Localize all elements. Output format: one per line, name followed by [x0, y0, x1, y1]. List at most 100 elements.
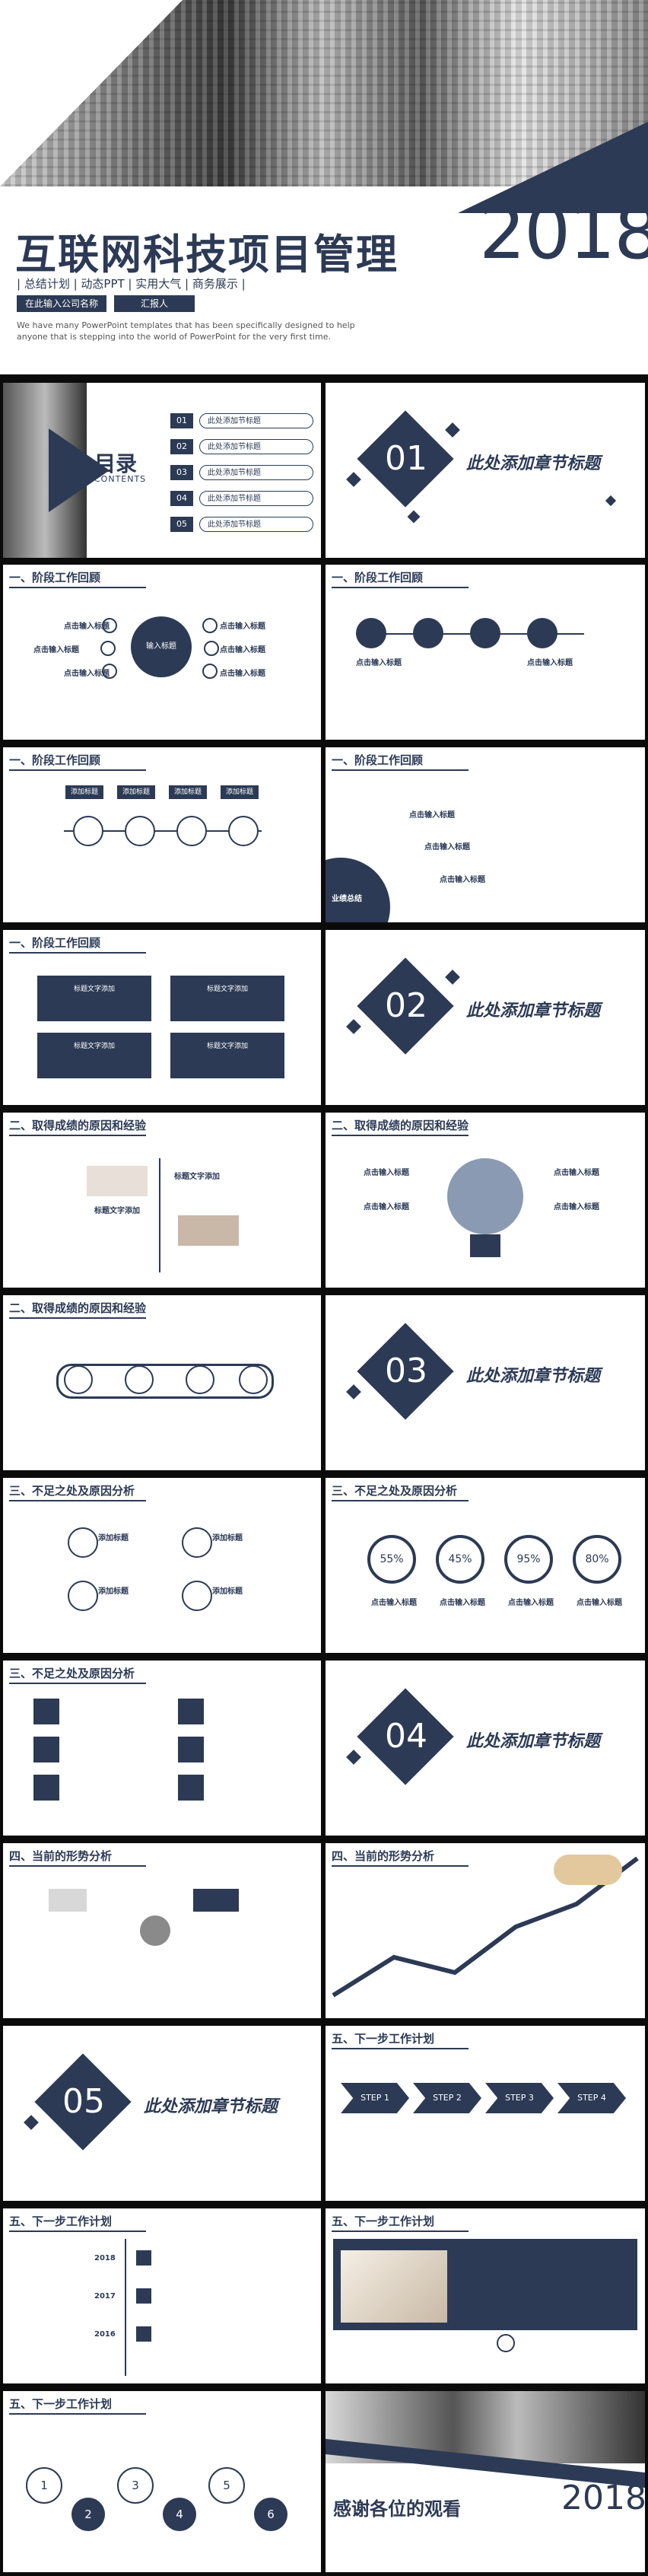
speech-bubble: [193, 1889, 239, 1912]
quadrant: 标题文字添加: [37, 976, 151, 1021]
quad-title: 标题文字添加: [73, 1043, 115, 1050]
node-circle: [356, 618, 386, 648]
company-pill: 在此输入公司名称: [17, 295, 106, 312]
quad-title: 标题文字添加: [206, 986, 248, 993]
chapter-slide-01: 01 此处添加章节标题: [326, 383, 645, 558]
small-diamond: [407, 510, 421, 524]
section-title: 四、当前的形势分析: [9, 1848, 146, 1867]
section3-slide-c: 三、不足之处及原因分析: [3, 1661, 321, 1836]
item-title: 点击输入标题: [64, 670, 110, 678]
wave-line: [56, 1364, 274, 1399]
chapter-number: 01: [385, 439, 427, 478]
contents-item[interactable]: 此处添加节标题: [199, 491, 313, 506]
number-circle: 2: [71, 2498, 105, 2531]
chapter-slide-05: 05 此处添加章节标题: [3, 2026, 321, 2201]
title-background: [0, 186, 648, 374]
year-label: 2018: [561, 2479, 645, 2517]
white-wedge: [0, 0, 183, 186]
section-title: 二、取得成绩的原因和经验: [332, 1117, 469, 1136]
percent-ring: 95%: [504, 1535, 553, 1584]
photo: [87, 1166, 148, 1196]
section4-slide-a: 四、当前的形势分析: [3, 1843, 321, 2018]
year-marker: [136, 2326, 151, 2342]
item-title: 点击输入标题: [364, 1203, 409, 1212]
section5-slide-b: 五、下一步工作计划 2018 2017 2016: [3, 2208, 321, 2383]
year: 2017: [94, 2292, 116, 2301]
small-diamond: [346, 1019, 361, 1034]
contents-number: 04: [170, 491, 193, 506]
section-title: 三、不足之处及原因分析: [9, 1482, 146, 1501]
section3-slide-b: 三、不足之处及原因分析 55%45%95%80% 点击输入标题 点击输入标题 点…: [326, 1478, 645, 1653]
section1-slide-d: 一、阶段工作回顾 业绩总结 点击输入标题 点击输入标题 点击输入标题: [326, 747, 645, 922]
thanks-slide: 感谢各位的观看 2018: [326, 2391, 645, 2572]
quadrant: 标题文字添加: [37, 1033, 151, 1078]
item-title: 点击输入标题: [220, 623, 265, 631]
contents-number: 05: [170, 517, 193, 532]
subtitle: | 总结计划 | 动态PPT | 实用大气 | 商务展示 |: [17, 277, 246, 291]
icon-circle: [64, 1365, 93, 1394]
item-title: 点击输入标题: [364, 1169, 409, 1177]
section2-slide-c: 二、取得成绩的原因和经验: [3, 1295, 321, 1470]
year: 2018: [94, 2254, 116, 2262]
contents-item[interactable]: 此处添加节标题: [199, 413, 313, 428]
bulb-graphic: [447, 1158, 523, 1234]
small-diamond: [605, 495, 617, 507]
quadrant: 标题文字添加: [170, 976, 284, 1021]
chapter-title: 此处添加章节标题: [466, 1732, 601, 1751]
contents-item[interactable]: 此处添加节标题: [199, 439, 313, 454]
year: 2016: [94, 2330, 116, 2339]
node: [202, 618, 218, 633]
item-title: 点击输入标题: [220, 670, 265, 678]
section1-slide-c: 一、阶段工作回顾 添加标题 添加标题 添加标题 添加标题: [3, 747, 321, 922]
chapter-number: 03: [385, 1352, 427, 1390]
contents-number: 01: [170, 413, 193, 428]
chapter-slide-02: 02 此处添加章节标题: [326, 930, 645, 1105]
quad-title: 标题文字添加: [73, 986, 115, 993]
icon-circle: [186, 1365, 214, 1394]
photo: [178, 1215, 239, 1246]
section-title: 四、当前的形势分析: [332, 1848, 469, 1867]
chapter-slide-03: 03 此处添加章节标题: [326, 1295, 645, 1470]
page-title: 互联网科技项目管理: [15, 231, 399, 279]
tag: 添加标题: [221, 785, 259, 799]
item-title: 点击输入标题: [356, 659, 402, 667]
hand-graphic: [554, 1855, 622, 1885]
item-title: 添加标题: [98, 1534, 129, 1543]
section5-slide-c: 五、下一步工作计划: [326, 2208, 645, 2383]
thanks-title: 感谢各位的观看: [333, 2498, 461, 2520]
section4-slide-b: 四、当前的形势分析: [326, 1843, 645, 2018]
gear-icon: [68, 1527, 98, 1558]
year-marker: [136, 2288, 151, 2304]
small-diamond: [346, 1750, 361, 1765]
presenter-pill: 汇报人: [114, 295, 195, 312]
item-title: 点击输入标题: [33, 646, 79, 654]
year-label: 2018: [479, 190, 648, 275]
icon-circle: [497, 2334, 515, 2352]
title-slide: 互联网科技项目管理 2018 | 总结计划 | 动态PPT | 实用大气 | 商…: [0, 0, 648, 374]
item-title: 点击输入标题: [508, 1599, 554, 1607]
corner-accent: [458, 122, 648, 213]
meeting-graphic: [140, 1915, 170, 1946]
node: [204, 641, 219, 656]
item-title: 点击输入标题: [440, 1599, 485, 1607]
tag: 添加标题: [169, 785, 207, 799]
monitor-photo: [341, 2250, 447, 2323]
chapter-title: 此处添加章节标题: [144, 2097, 278, 2116]
grid-icon: [178, 1775, 204, 1801]
icon-circle: [239, 1365, 268, 1394]
quadrant: 标题文字添加: [170, 1033, 284, 1078]
node-circle: [527, 618, 557, 648]
item-title: 点击输入标题: [577, 1599, 622, 1607]
node: [102, 618, 117, 633]
tool-icon: [178, 1699, 204, 1724]
contents-item[interactable]: 此处添加节标题: [199, 465, 313, 480]
contents-item[interactable]: 此处添加节标题: [199, 517, 313, 532]
section1-slide-b: 一、阶段工作回顾 点击输入标题 点击输入标题: [326, 565, 645, 740]
icon-circle: [228, 816, 259, 846]
bulb-base: [470, 1234, 500, 1257]
section-title: 二、取得成绩的原因和经验: [9, 1300, 146, 1319]
percent-ring: 80%: [573, 1535, 621, 1584]
section3-slide-a: 三、不足之处及原因分析 添加标题 添加标题 添加标题 添加标题: [3, 1478, 321, 1653]
